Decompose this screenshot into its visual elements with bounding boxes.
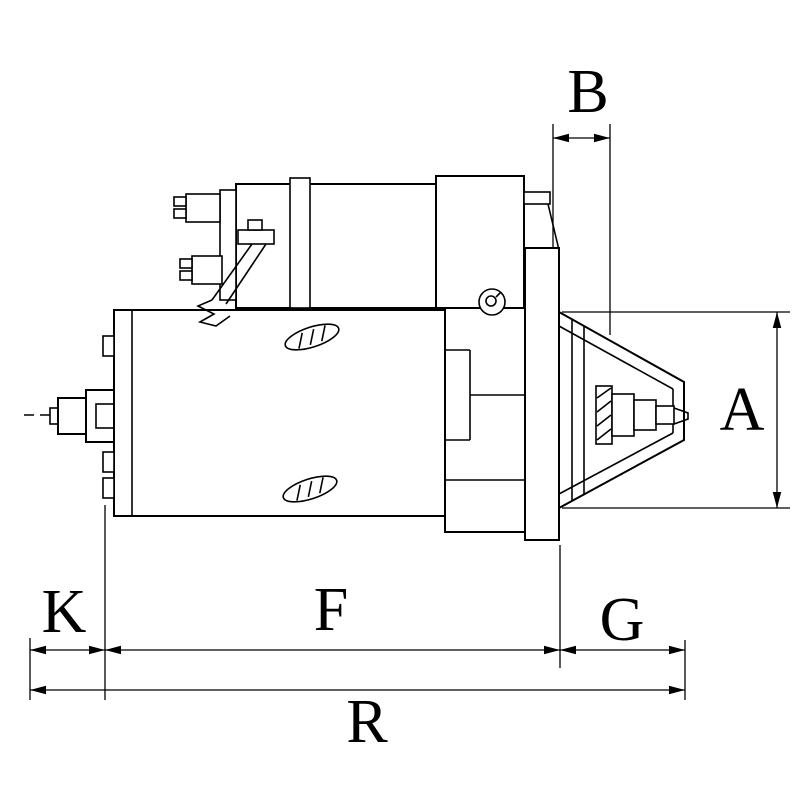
starter-motor-illustration — [24, 175, 689, 541]
output-shaft — [24, 389, 115, 443]
dim-label-k: K — [42, 578, 87, 646]
cooling-slot-bottom — [282, 475, 338, 503]
shift-lever — [196, 219, 275, 327]
dim-label-r: R — [346, 688, 388, 756]
pinion-step-1 — [611, 393, 635, 437]
dimension-annotations: B A K F G R — [29, 58, 790, 756]
dim-label-f: F — [314, 576, 348, 644]
housing-detail-lines — [445, 349, 525, 481]
solenoid-body — [235, 183, 437, 309]
solenoid-switch-end — [435, 175, 525, 309]
shaft-nub — [49, 407, 59, 425]
dimension-a: A — [562, 311, 790, 509]
bracket-inner-bottom-edge — [558, 432, 674, 495]
bracket-inner-top-edge — [558, 325, 674, 390]
solenoid-pin — [523, 191, 551, 205]
bolt-tab-1 — [102, 335, 115, 357]
dim-label-g: G — [600, 586, 645, 654]
pinion-step-2 — [633, 399, 657, 431]
pinion-tip — [673, 407, 689, 425]
mounting-flange — [524, 247, 560, 541]
solenoid-band — [289, 177, 311, 309]
motor-body — [102, 309, 446, 517]
drive-end-bracket — [558, 310, 689, 510]
cooling-slot-top — [284, 323, 340, 351]
flange-outline — [524, 247, 560, 541]
body-outline — [113, 309, 446, 517]
terminal-upper — [173, 193, 221, 223]
dim-label-a: A — [720, 376, 765, 444]
bolt-tab-2 — [102, 451, 115, 473]
dimension-bottom-group: K F G R — [29, 505, 686, 756]
shaft-step-outer — [57, 397, 87, 435]
bearing-hatch-lines — [596, 387, 612, 441]
pinion-step-3 — [655, 405, 675, 425]
shaft-step-inner — [85, 389, 115, 443]
dim-label-b: B — [567, 58, 608, 126]
dimension-b: B — [552, 58, 611, 335]
bolt-spiral-detail — [478, 288, 506, 316]
terminal-lower — [179, 255, 223, 285]
shaft-detail — [95, 403, 115, 429]
solenoid — [173, 175, 560, 309]
bolt-tab-3 — [102, 477, 115, 499]
